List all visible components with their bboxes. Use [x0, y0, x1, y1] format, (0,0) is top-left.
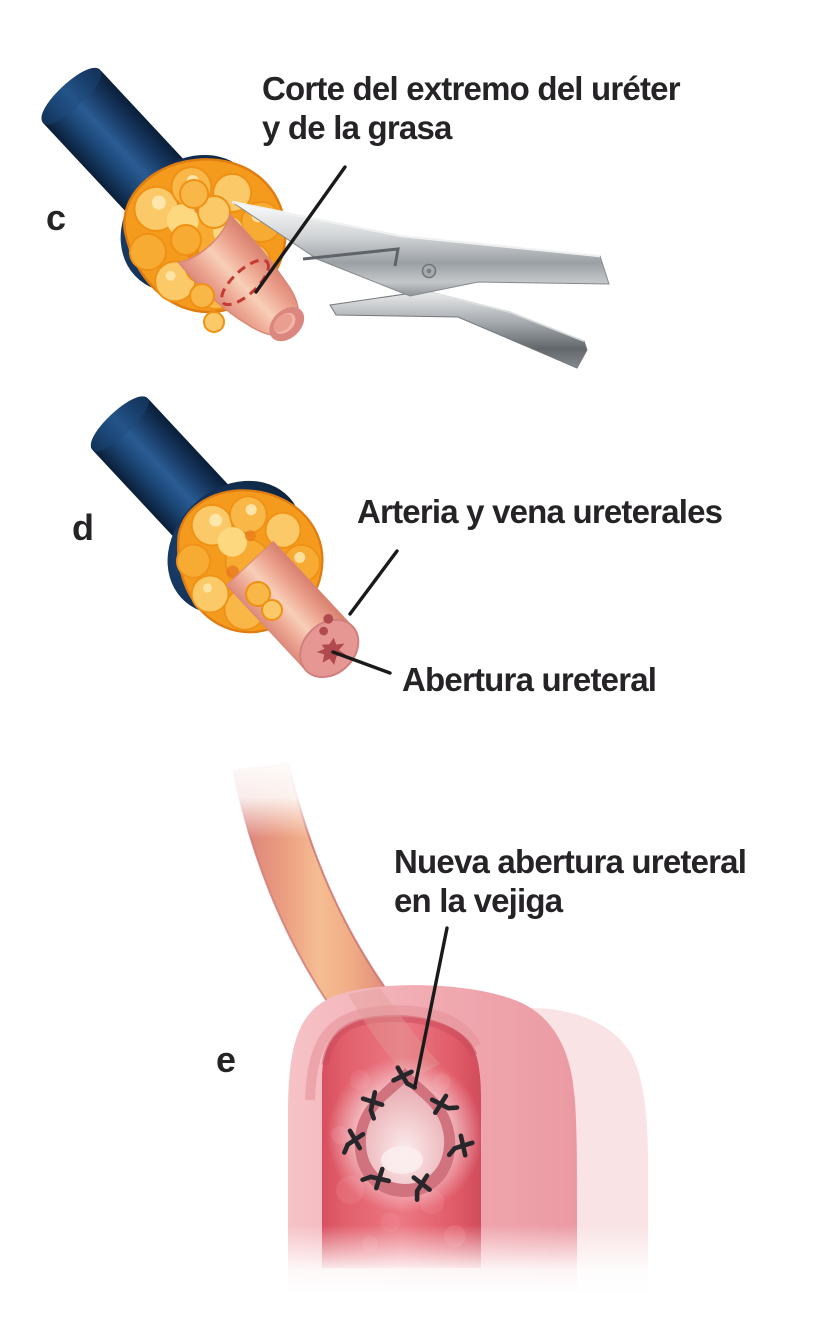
pointer-line-cut — [254, 165, 347, 294]
bladder — [240, 985, 710, 1320]
ureteral-vessel-dot — [323, 614, 334, 624]
pointer-line-new-opening — [413, 926, 449, 1088]
scissors — [231, 200, 610, 369]
ureter-stump-d — [225, 540, 360, 678]
tube-top-fade — [190, 748, 330, 838]
panel-letter-e: e — [216, 1039, 237, 1080]
ureter-behind-wall — [348, 988, 440, 1080]
label-ureteral-vessels: Arteria y vena ureterales — [357, 493, 723, 530]
dashed-cut-line — [220, 258, 270, 307]
ureteral-vessel-dot — [319, 626, 329, 636]
label-ureteral-opening: Abertura ureteral — [402, 661, 657, 698]
panel-d-illustration — [57, 364, 399, 678]
panel-e-illustration — [190, 748, 710, 1320]
pointer-line-opening — [331, 650, 392, 675]
panel-letter-d: d — [72, 507, 94, 548]
panel-letter-c: c — [46, 197, 67, 238]
ureteral-opening-splat — [316, 637, 346, 666]
panel-c-illustration — [7, 35, 610, 369]
fat-edge-lumps-c — [189, 283, 225, 333]
pointer-line-vessels — [348, 549, 399, 616]
bladder-bottom-fade — [240, 1225, 710, 1320]
fat-front-lumps-d — [245, 581, 283, 621]
label-cut-ureter-end: Corte del extremo del uréter y de la gra… — [262, 70, 681, 146]
ureter-end-c — [177, 213, 305, 342]
label-new-bladder-opening: Nueva abertura ureteral en la vejiga — [394, 843, 747, 919]
